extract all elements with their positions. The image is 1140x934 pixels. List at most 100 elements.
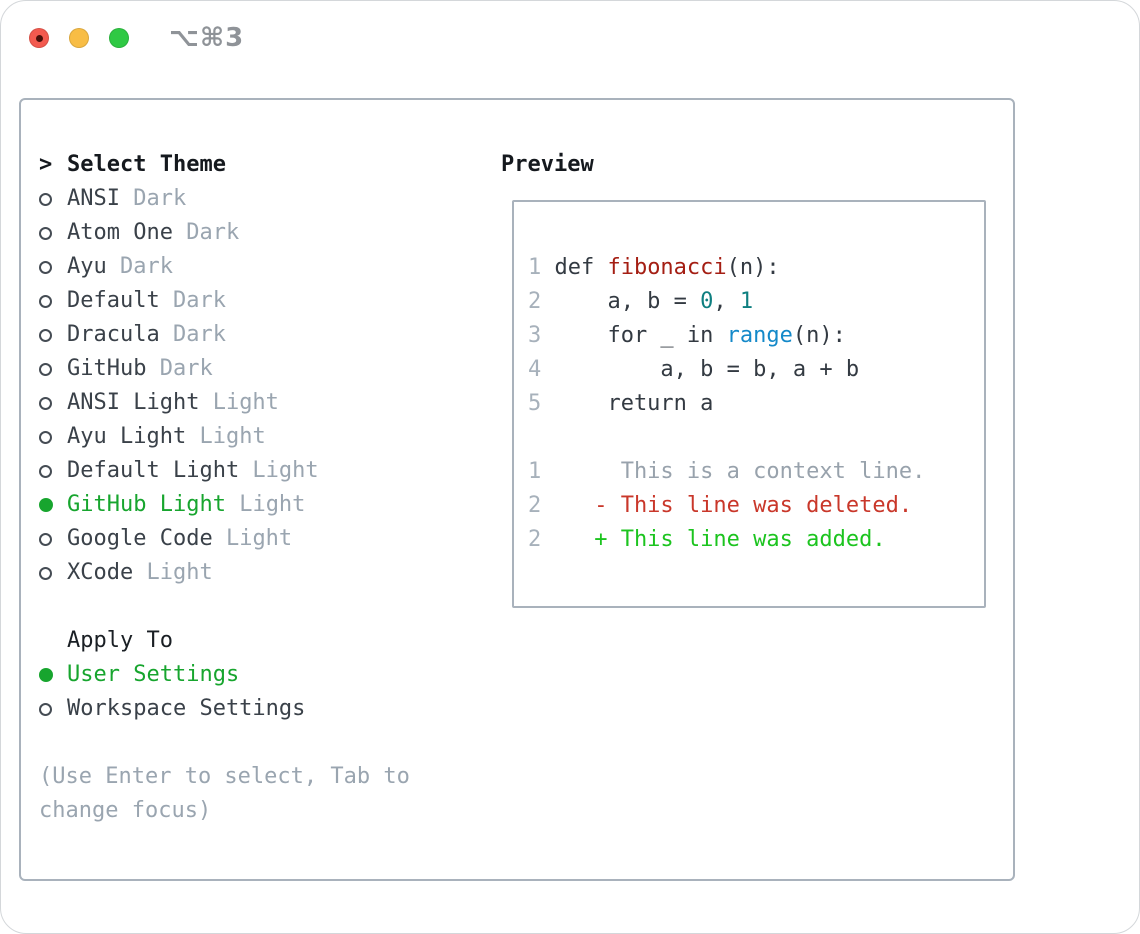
theme-option[interactable]: GitHub Dark: [39, 352, 489, 386]
line-number: 4: [528, 357, 542, 382]
option-label: Default Light: [67, 458, 240, 483]
option-label: Ayu Light: [67, 424, 187, 449]
radio-unselected-icon: [39, 566, 67, 580]
code-line: 4 a, b = b, a + b: [528, 353, 984, 387]
apply-to-option[interactable]: User Settings: [39, 658, 489, 692]
radio-circle: [39, 668, 53, 682]
radio-unselected-icon: [39, 532, 67, 546]
theme-option[interactable]: Default Light Light: [39, 454, 489, 488]
theme-option[interactable]: GitHub Light Light: [39, 488, 489, 522]
spacer: [39, 726, 489, 760]
code-line: [528, 421, 984, 455]
close-button-icon[interactable]: [29, 28, 49, 48]
radio-circle: [39, 498, 53, 512]
option-label: Dracula: [67, 322, 160, 347]
theme-option[interactable]: ANSI Light Light: [39, 386, 489, 420]
code-segment: a, b =: [554, 289, 701, 314]
traffic-lights: [29, 28, 129, 48]
code-segment: 0: [700, 289, 714, 314]
theme-option[interactable]: Ayu Light Light: [39, 420, 489, 454]
radio-circle: [39, 328, 52, 342]
option-variant-label: Dark: [159, 288, 226, 313]
code-line: 1 def fibonacci(n):: [528, 251, 984, 285]
option-label: Atom One: [67, 220, 173, 245]
radio-circle: [39, 532, 52, 546]
option-label: Workspace Settings: [67, 696, 306, 721]
option-variant-label: Dark: [106, 254, 173, 279]
radio-selected-icon: [39, 498, 67, 512]
option-label: XCode: [67, 560, 134, 585]
titlebar: ⌥⌘3: [1, 1, 1139, 77]
theme-option[interactable]: Dracula Dark: [39, 318, 489, 352]
option-variant-label: Dark: [172, 220, 240, 245]
option-variant-label: Light: [239, 458, 319, 483]
radio-unselected-icon: [39, 294, 67, 308]
apply-to-header: Apply To: [67, 628, 173, 653]
theme-option[interactable]: Atom One Dark: [39, 216, 489, 250]
window-title: ⌥⌘3: [169, 23, 245, 53]
code-segment: def: [554, 255, 608, 280]
option-variant-label: Dark: [159, 322, 226, 347]
code-line: 2 a, b = 0, 1: [528, 285, 984, 319]
code-segment: (n):: [726, 255, 780, 280]
code-segment: a, b = b, a + b: [554, 357, 860, 382]
code-line: 2 - This line was deleted.: [528, 489, 984, 523]
code-segment: ,: [713, 289, 740, 314]
radio-circle: [39, 260, 52, 274]
option-label: User Settings: [67, 662, 240, 687]
theme-option[interactable]: Ayu Dark: [39, 250, 489, 284]
hint-line-1: (Use Enter to select, Tab to: [39, 764, 410, 789]
line-number: 2: [528, 527, 542, 552]
option-variant-label: Light: [225, 492, 306, 517]
radio-unselected-icon: [39, 362, 67, 376]
code-segment: (n):: [792, 323, 846, 348]
minimize-button-icon[interactable]: [69, 28, 89, 48]
option-variant-label: Light: [133, 560, 213, 585]
radio-selected-icon: [39, 668, 67, 682]
option-label: GitHub Light: [67, 492, 226, 517]
preview-header: Preview: [501, 152, 594, 177]
theme-option[interactable]: Google Code Light: [39, 522, 489, 556]
theme-option[interactable]: ANSI Dark: [39, 182, 489, 216]
option-variant-label: Dark: [119, 186, 187, 211]
theme-option[interactable]: XCode Light: [39, 556, 489, 590]
option-label: Google Code: [67, 526, 213, 551]
radio-unselected-icon: [39, 702, 67, 716]
hint-line-2: change focus): [39, 798, 212, 823]
line-number: 2: [528, 289, 542, 314]
code-line: 1 This is a context line.: [528, 455, 984, 489]
zoom-button-icon[interactable]: [109, 28, 129, 48]
radio-circle: [39, 702, 52, 716]
radio-unselected-icon: [39, 328, 67, 342]
code-segment: for _ in: [554, 323, 727, 348]
line-number: 1: [528, 459, 542, 484]
code-segment: range: [726, 323, 793, 348]
line-number: 1: [528, 255, 542, 280]
option-label: ANSI: [67, 186, 120, 211]
radio-circle: [39, 294, 52, 308]
line-number: 5: [528, 391, 542, 416]
code-segment: 1: [739, 289, 754, 314]
preview-header-row: Preview: [501, 148, 997, 182]
code-segment: + This line was added.: [554, 527, 886, 552]
radio-circle: [39, 566, 52, 580]
apply-to-option[interactable]: Workspace Settings: [39, 692, 489, 726]
radio-circle: [39, 464, 52, 478]
theme-option[interactable]: Default Dark: [39, 284, 489, 318]
radio-circle: [39, 430, 52, 444]
code-segment: fibonacci: [607, 255, 727, 280]
option-label: GitHub: [67, 356, 147, 381]
line-number: 3: [528, 323, 542, 348]
radio-circle: [39, 396, 52, 410]
select-theme-header: Select Theme: [67, 152, 226, 177]
radio-unselected-icon: [39, 464, 67, 478]
radio-unselected-icon: [39, 260, 67, 274]
hint-text: (Use Enter to select, Tab to change focu…: [39, 760, 489, 828]
